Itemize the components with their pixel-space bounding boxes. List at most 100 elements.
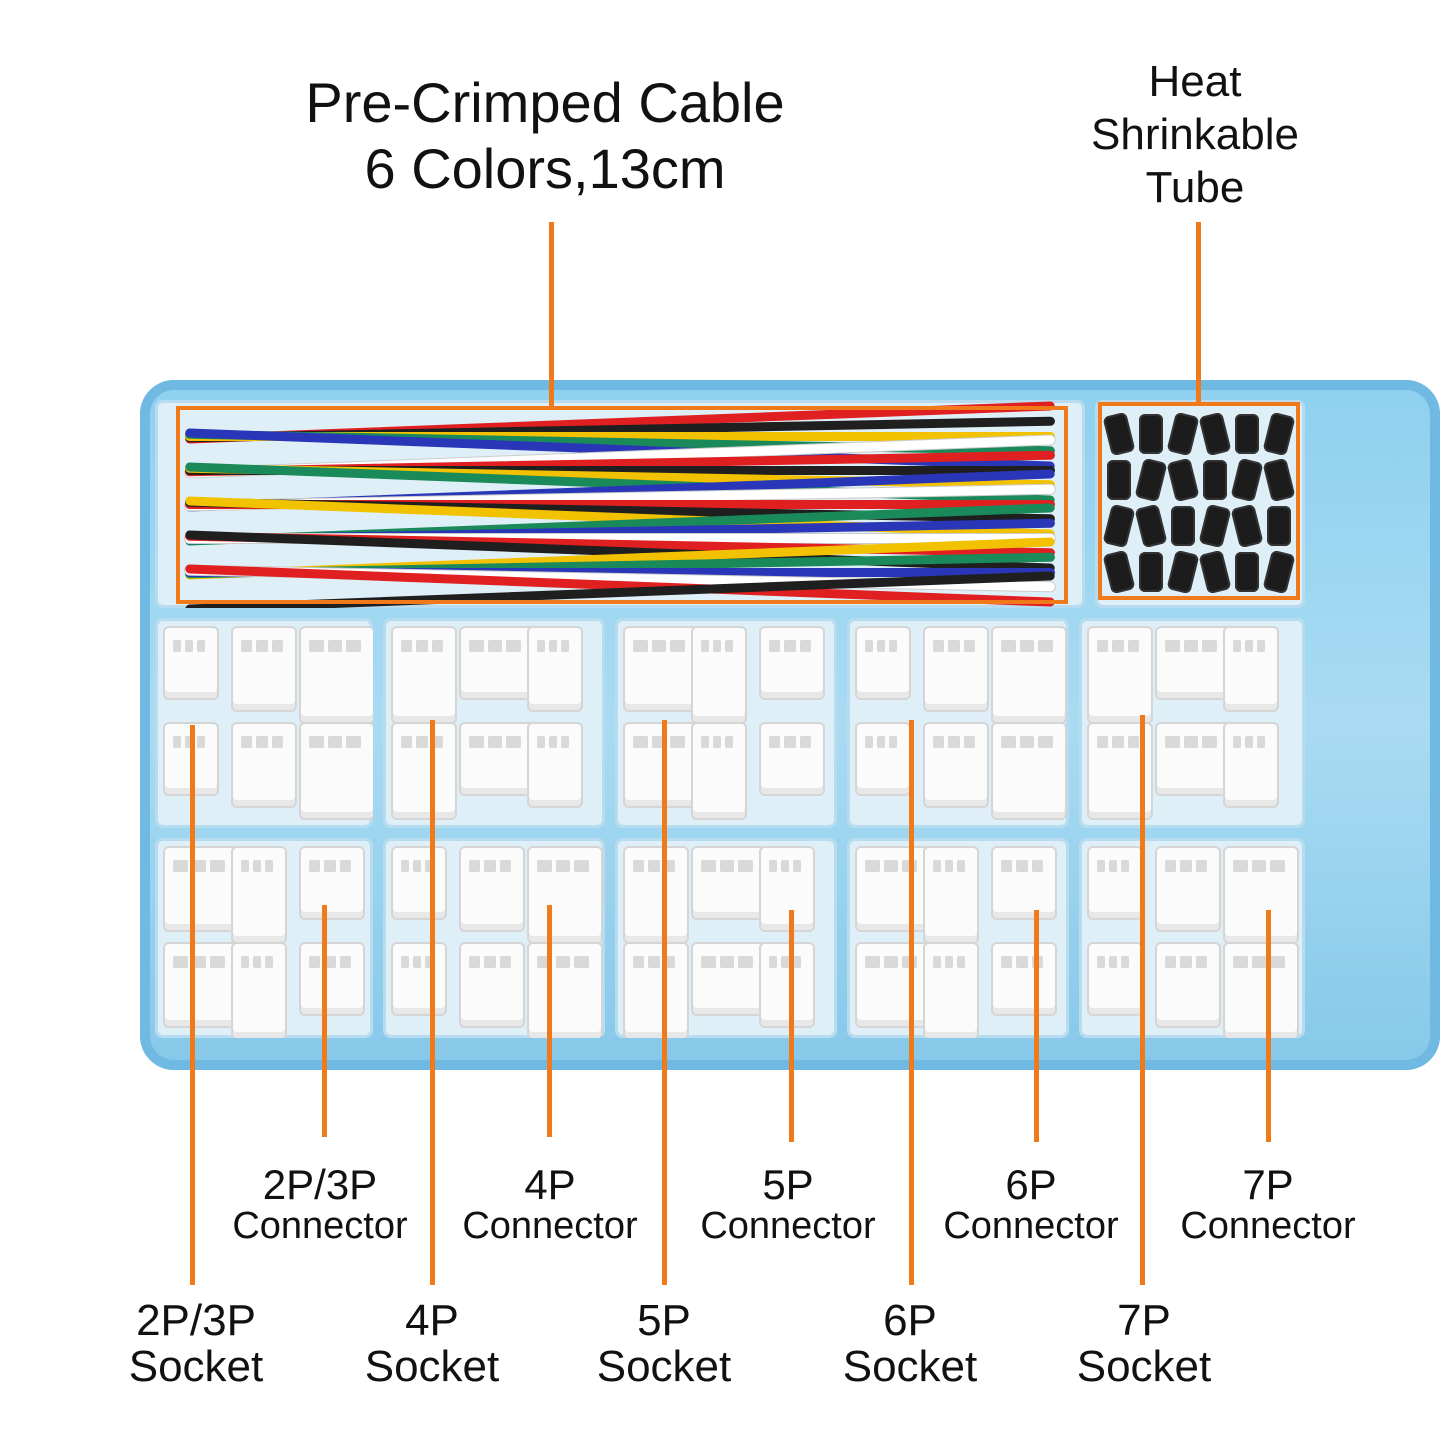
part-slot — [1165, 640, 1180, 652]
connector-part — [233, 628, 295, 710]
part-slot — [933, 860, 941, 872]
shrink-tube — [1235, 414, 1259, 454]
cable-title: Pre-Crimped Cable — [305, 71, 785, 134]
part-slot — [651, 640, 667, 652]
part-slot — [241, 956, 249, 968]
connector-7p-label: 7P Connector — [1158, 1162, 1378, 1247]
part-slot — [933, 736, 945, 748]
connector-part — [393, 848, 445, 918]
connector-part — [393, 724, 455, 818]
connector-part — [529, 848, 601, 942]
part-slot — [948, 736, 960, 748]
part-slot — [1038, 640, 1053, 652]
shrink-tube — [1235, 552, 1259, 592]
connector-part — [761, 628, 823, 698]
part-slot — [506, 640, 521, 652]
connector-part — [233, 944, 285, 1038]
connector-2p3p-word: Connector — [232, 1205, 408, 1248]
connector-part — [1157, 944, 1219, 1026]
part-slot — [784, 736, 796, 748]
connector-part — [761, 724, 823, 794]
part-slot — [1195, 860, 1207, 872]
socket-4p-size: 4P — [405, 1296, 459, 1345]
cell-row1-5 — [1079, 618, 1305, 828]
part-slot — [1233, 860, 1248, 872]
part-slot — [865, 860, 880, 872]
connector-4p-leader — [547, 905, 552, 1137]
part-slot — [1183, 736, 1199, 748]
part-slot — [1257, 640, 1265, 652]
part-slot — [1233, 736, 1241, 748]
part-slot — [425, 860, 433, 872]
connector-part — [461, 724, 533, 794]
part-slot — [1097, 736, 1109, 748]
part-slot — [265, 860, 273, 872]
part-slot — [769, 736, 781, 748]
connector-part — [165, 628, 217, 698]
part-slot — [210, 956, 225, 968]
part-slot — [1165, 736, 1180, 748]
part-slot — [537, 860, 552, 872]
part-slot — [185, 736, 193, 748]
part-slot — [701, 956, 716, 968]
socket-6p-leader — [909, 720, 914, 1285]
shrink-tube — [1267, 506, 1291, 546]
socket-5p-size: 5P — [637, 1296, 691, 1345]
part-slot — [719, 956, 735, 968]
connector-part — [301, 628, 373, 722]
tube-compartment — [1095, 400, 1305, 608]
connector-part — [1225, 848, 1297, 942]
connector-part — [461, 628, 533, 698]
part-slot — [484, 860, 496, 872]
part-slot — [401, 640, 413, 652]
part-slot — [401, 956, 409, 968]
part-slot — [719, 860, 735, 872]
connector-part — [301, 944, 363, 1014]
socket-7p-label: 7P Socket — [1034, 1297, 1254, 1390]
part-slot — [701, 640, 709, 652]
connector-part — [1089, 628, 1151, 722]
socket-6p-label: 6P Socket — [800, 1297, 1020, 1390]
part-slot — [784, 640, 796, 652]
connector-part — [761, 848, 813, 930]
connector-5p-label: 5P Connector — [678, 1162, 898, 1247]
part-slot — [191, 860, 207, 872]
part-slot — [793, 860, 801, 872]
part-slot — [663, 860, 675, 872]
cell-row1-3 — [615, 618, 837, 828]
cell-row2-5 — [1079, 838, 1305, 1038]
part-slot — [963, 640, 975, 652]
part-slot — [769, 640, 781, 652]
heat-line-1: Heat — [1148, 57, 1242, 106]
part-slot — [889, 640, 897, 652]
cell-row2-4 — [847, 838, 1069, 1038]
part-slot — [1257, 736, 1265, 748]
part-slot — [1251, 956, 1267, 968]
part-slot — [793, 956, 801, 968]
connector-part — [165, 848, 237, 930]
part-slot — [1202, 736, 1217, 748]
connector-part — [461, 848, 523, 930]
part-slot — [1165, 860, 1177, 872]
part-slot — [701, 736, 709, 748]
part-slot — [738, 860, 753, 872]
connector-part — [625, 848, 687, 942]
part-slot — [1097, 640, 1109, 652]
part-slot — [670, 640, 685, 652]
connector-part — [925, 944, 977, 1038]
shrink-tube — [1139, 552, 1163, 592]
part-slot — [309, 640, 324, 652]
connector-part — [1225, 628, 1277, 710]
connector-4p-size: 4P — [524, 1161, 576, 1208]
connector-part — [693, 628, 745, 722]
connector-part — [165, 944, 237, 1026]
connector-part — [857, 944, 929, 1026]
part-slot — [725, 736, 733, 748]
part-slot — [253, 860, 261, 872]
part-slot — [425, 956, 433, 968]
part-slot — [883, 956, 899, 968]
part-slot — [484, 956, 496, 968]
part-slot — [487, 736, 503, 748]
part-slot — [1097, 956, 1105, 968]
part-slot — [241, 736, 253, 748]
